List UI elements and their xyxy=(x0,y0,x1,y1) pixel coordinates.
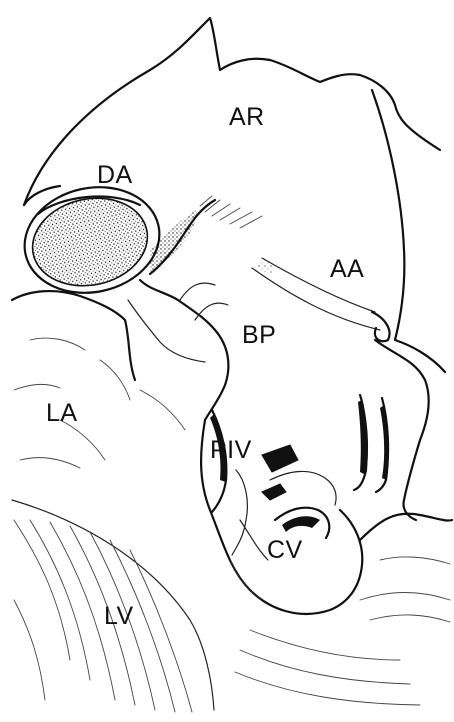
left-atrium-fold-6 xyxy=(140,390,185,430)
rv-texture-1 xyxy=(250,630,400,660)
right-lobe-outline xyxy=(375,340,429,520)
label-la: LA xyxy=(46,401,78,426)
label-ar: AR xyxy=(229,105,265,130)
piv-dark-slot xyxy=(262,445,298,472)
descending-aorta-upper-wall xyxy=(24,186,60,205)
rv-texture-2 xyxy=(240,650,410,684)
piv-inner-fold xyxy=(232,470,247,555)
label-lv: LV xyxy=(104,604,134,629)
left-atrium-fold-2 xyxy=(14,384,60,390)
label-aa: AA xyxy=(330,257,364,282)
bp-inner-contour xyxy=(128,300,205,362)
right-lobe-inner-shade xyxy=(358,400,368,475)
lv-texture-7 xyxy=(130,550,192,712)
arch-hatching xyxy=(200,196,262,228)
cv-fold-2 xyxy=(230,560,262,600)
left-atrium-fold-3 xyxy=(100,360,130,400)
right-lobe-inner-2-shade xyxy=(380,405,389,480)
label-bp: BP xyxy=(242,323,276,348)
bp-left-wall xyxy=(140,280,228,420)
lv-texture-8 xyxy=(14,600,45,700)
left-atrium-fold-1 xyxy=(30,338,85,350)
left-atrium-outline xyxy=(12,291,135,380)
rv-texture-6 xyxy=(380,557,450,564)
left-atrium-fold-4 xyxy=(20,458,80,468)
aortic-root-right-wall xyxy=(372,90,445,372)
piv-dark-slot-2 xyxy=(262,484,286,500)
label-piv: PIV xyxy=(210,438,252,463)
cv-fold-1 xyxy=(240,520,268,560)
rv-texture-3 xyxy=(235,672,420,705)
rv-texture-5 xyxy=(370,615,450,622)
label-da: DA xyxy=(97,163,133,188)
lv-texture-2 xyxy=(30,520,90,680)
rv-texture-4 xyxy=(360,593,450,601)
aa-junction xyxy=(372,312,390,341)
label-cv: CV xyxy=(267,538,303,563)
pulmonary-artery-shade xyxy=(252,258,273,276)
bp-fold xyxy=(180,283,228,320)
cv-dark xyxy=(282,516,320,532)
valve-region-right xyxy=(360,514,452,540)
